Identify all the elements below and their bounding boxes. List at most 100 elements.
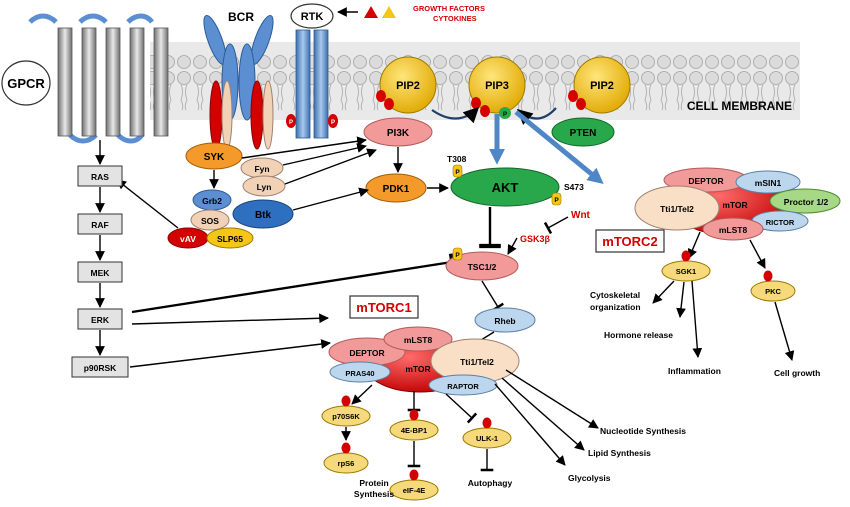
- lyn-label: Lyn: [257, 182, 272, 192]
- p70s6k-label: p70S6K: [332, 412, 360, 421]
- mtorc1-mtor-label: mTOR: [405, 364, 430, 374]
- pten-node: PTEN: [551, 117, 615, 147]
- ebp1-label: 4E-BP1: [401, 426, 427, 435]
- mtorc1-pras40-label: PRAS40: [345, 369, 374, 378]
- mtorc2-msin1-label: mSIN1: [755, 178, 782, 188]
- eif4e-label: eIF-4E: [403, 486, 426, 495]
- bcr-label: BCR: [228, 10, 254, 24]
- cytokines-label: CYTOKINES: [433, 14, 477, 23]
- btk-to-pdk1-arrow: [292, 187, 369, 211]
- raf-label: RAF: [91, 220, 108, 230]
- wnt-label: Wnt: [571, 210, 591, 221]
- cell-membrane-label: CELL MEMBRANE: [687, 99, 792, 113]
- mtorc1-to-glycolysis-arrow: [494, 383, 566, 466]
- rps6-label: rpS6: [338, 459, 355, 468]
- pip2-right-node: PIP2: [568, 56, 631, 114]
- lyn-node: Lyn: [242, 175, 286, 197]
- sgk1-to-cytoskeleton-arrow: [652, 280, 675, 304]
- sgk1-to-hormone-arrow: [676, 281, 686, 318]
- mtorc1-deptor-label: DEPTOR: [349, 348, 384, 358]
- mtorc2-deptor-label: DEPTOR: [688, 176, 723, 186]
- syk-to-pi3k-arrow: [241, 136, 367, 159]
- svg-text:P: P: [455, 252, 460, 259]
- ras-label: RAS: [91, 172, 109, 182]
- pip2-left-label: PIP2: [396, 80, 420, 92]
- mtorc1-to-nucleotide-arrow: [505, 369, 599, 429]
- growth-factors-label: GROWTH FACTORS: [413, 4, 485, 13]
- mtorc2-rictor-label: RICTOR: [766, 218, 795, 227]
- rheb-node: Rheb: [474, 307, 536, 333]
- fyn-node: Fyn: [240, 157, 284, 179]
- btk-node: Btk: [232, 199, 294, 229]
- mtorc1-to-lipid-arrow: [501, 377, 585, 451]
- s473-label: S473: [564, 182, 584, 192]
- mtorc2-proctor-label: Proctor 1/2: [784, 197, 829, 207]
- vav-label: vAV: [180, 234, 196, 244]
- cytoskeletal-label-1: Cytoskeletal: [590, 290, 640, 300]
- pip3-node: PIP3 P: [468, 56, 526, 119]
- sgk1-node: SGK1: [661, 250, 711, 282]
- pkc-node: PKC: [750, 270, 796, 302]
- rps6-node: rpS6: [323, 442, 369, 474]
- inflammation-label: Inflammation: [668, 366, 721, 376]
- tsc-label: TSC1/2: [468, 262, 497, 272]
- pip3-to-mtorc2-arrow: [514, 110, 604, 185]
- sos-node: SOS: [190, 209, 230, 231]
- fyn-label: Fyn: [254, 164, 269, 174]
- pip3-to-pip2-arrow: [516, 107, 557, 125]
- grb2-label: Grb2: [202, 196, 222, 206]
- mtorc2-title-box: mTORC2: [595, 229, 665, 253]
- sos-label: SOS: [201, 216, 219, 226]
- p90rsk-to-mtorc1-arrow: [129, 339, 331, 368]
- wnt-inhibits-gsk3b-line: [543, 216, 569, 235]
- mtorc1-to-p70s6k-arrow: [351, 384, 373, 405]
- svg-text:P: P: [455, 169, 460, 176]
- tsc-node: TSC1/2 P: [445, 247, 519, 281]
- raf-node: RAF: [77, 213, 123, 235]
- cytoskeletal-label-2: organization: [590, 302, 641, 312]
- syk-node: SYK: [185, 142, 243, 170]
- mtorc1-complex: DEPTOR mLST8 PRAS40 mTOR Tti1/Tel2 RAPTO…: [328, 326, 520, 396]
- pi3k-label: PI3K: [387, 128, 410, 139]
- sgk1-label: SGK1: [676, 267, 696, 276]
- svg-text:P: P: [331, 120, 335, 126]
- fyn-to-pi3k-arrow: [282, 143, 367, 166]
- t308-label: T308: [447, 154, 467, 164]
- rtk-phospho-left: P: [286, 114, 296, 128]
- pkc-label: PKC: [765, 287, 781, 296]
- mtorc2-complex: DEPTOR mSIN1 Tti1/Tel2 mTOR Proctor 1/2 …: [634, 167, 841, 241]
- erk-label: ERK: [91, 315, 110, 325]
- tsc-inhibits-rheb-line: [481, 280, 505, 312]
- eif4e-node: eIF-4E: [389, 469, 439, 501]
- p90rsk-node: p90RSK: [71, 356, 129, 378]
- svg-text:P: P: [503, 112, 507, 118]
- pkc-to-cell-growth-arrow: [774, 301, 795, 361]
- rheb-label: Rheb: [494, 316, 515, 326]
- growth-factors: GROWTH FACTORS CYTOKINES: [337, 4, 485, 23]
- pip2-left-node: PIP2: [376, 56, 437, 114]
- rtk-phospho-right: P: [328, 114, 338, 128]
- rtk-receptor: RTK P P: [286, 3, 338, 139]
- mtorc1-title-box: mTORC1: [349, 295, 419, 319]
- slp65-node: SLP65: [206, 227, 254, 249]
- mtorc2-label: mTORC2: [602, 234, 657, 249]
- gsk3b-label: GSK3β: [520, 234, 551, 244]
- erk-to-mtorc1-arrow: [131, 313, 329, 325]
- protein-synthesis-label-1: Protein: [359, 478, 388, 488]
- erk-node: ERK: [77, 308, 123, 330]
- mtorc2-mtor-label: mTOR: [722, 200, 747, 210]
- mtorc2-to-sgk1-arrow: [687, 231, 701, 259]
- nucleotide-synthesis-label: Nucleotide Synthesis: [600, 426, 686, 436]
- mtorc2-tti1-label: Tti1/Tel2: [660, 204, 694, 214]
- pi3k-node: PI3K: [363, 117, 433, 147]
- mtorc1-inhibits-ulk1-line: [445, 393, 478, 424]
- gpcr-receptor: [28, 13, 169, 144]
- autophagy-label: Autophagy: [468, 478, 513, 488]
- p70s6k-node: p70S6K: [321, 395, 371, 427]
- lipid-synthesis-label: Lipid Synthesis: [588, 448, 651, 458]
- syk-label: SYK: [204, 152, 225, 163]
- mtorc2-to-pkc-arrow: [749, 239, 766, 269]
- p90rsk-label: p90RSK: [84, 363, 117, 373]
- sgk1-to-inflammation-arrow: [691, 280, 703, 358]
